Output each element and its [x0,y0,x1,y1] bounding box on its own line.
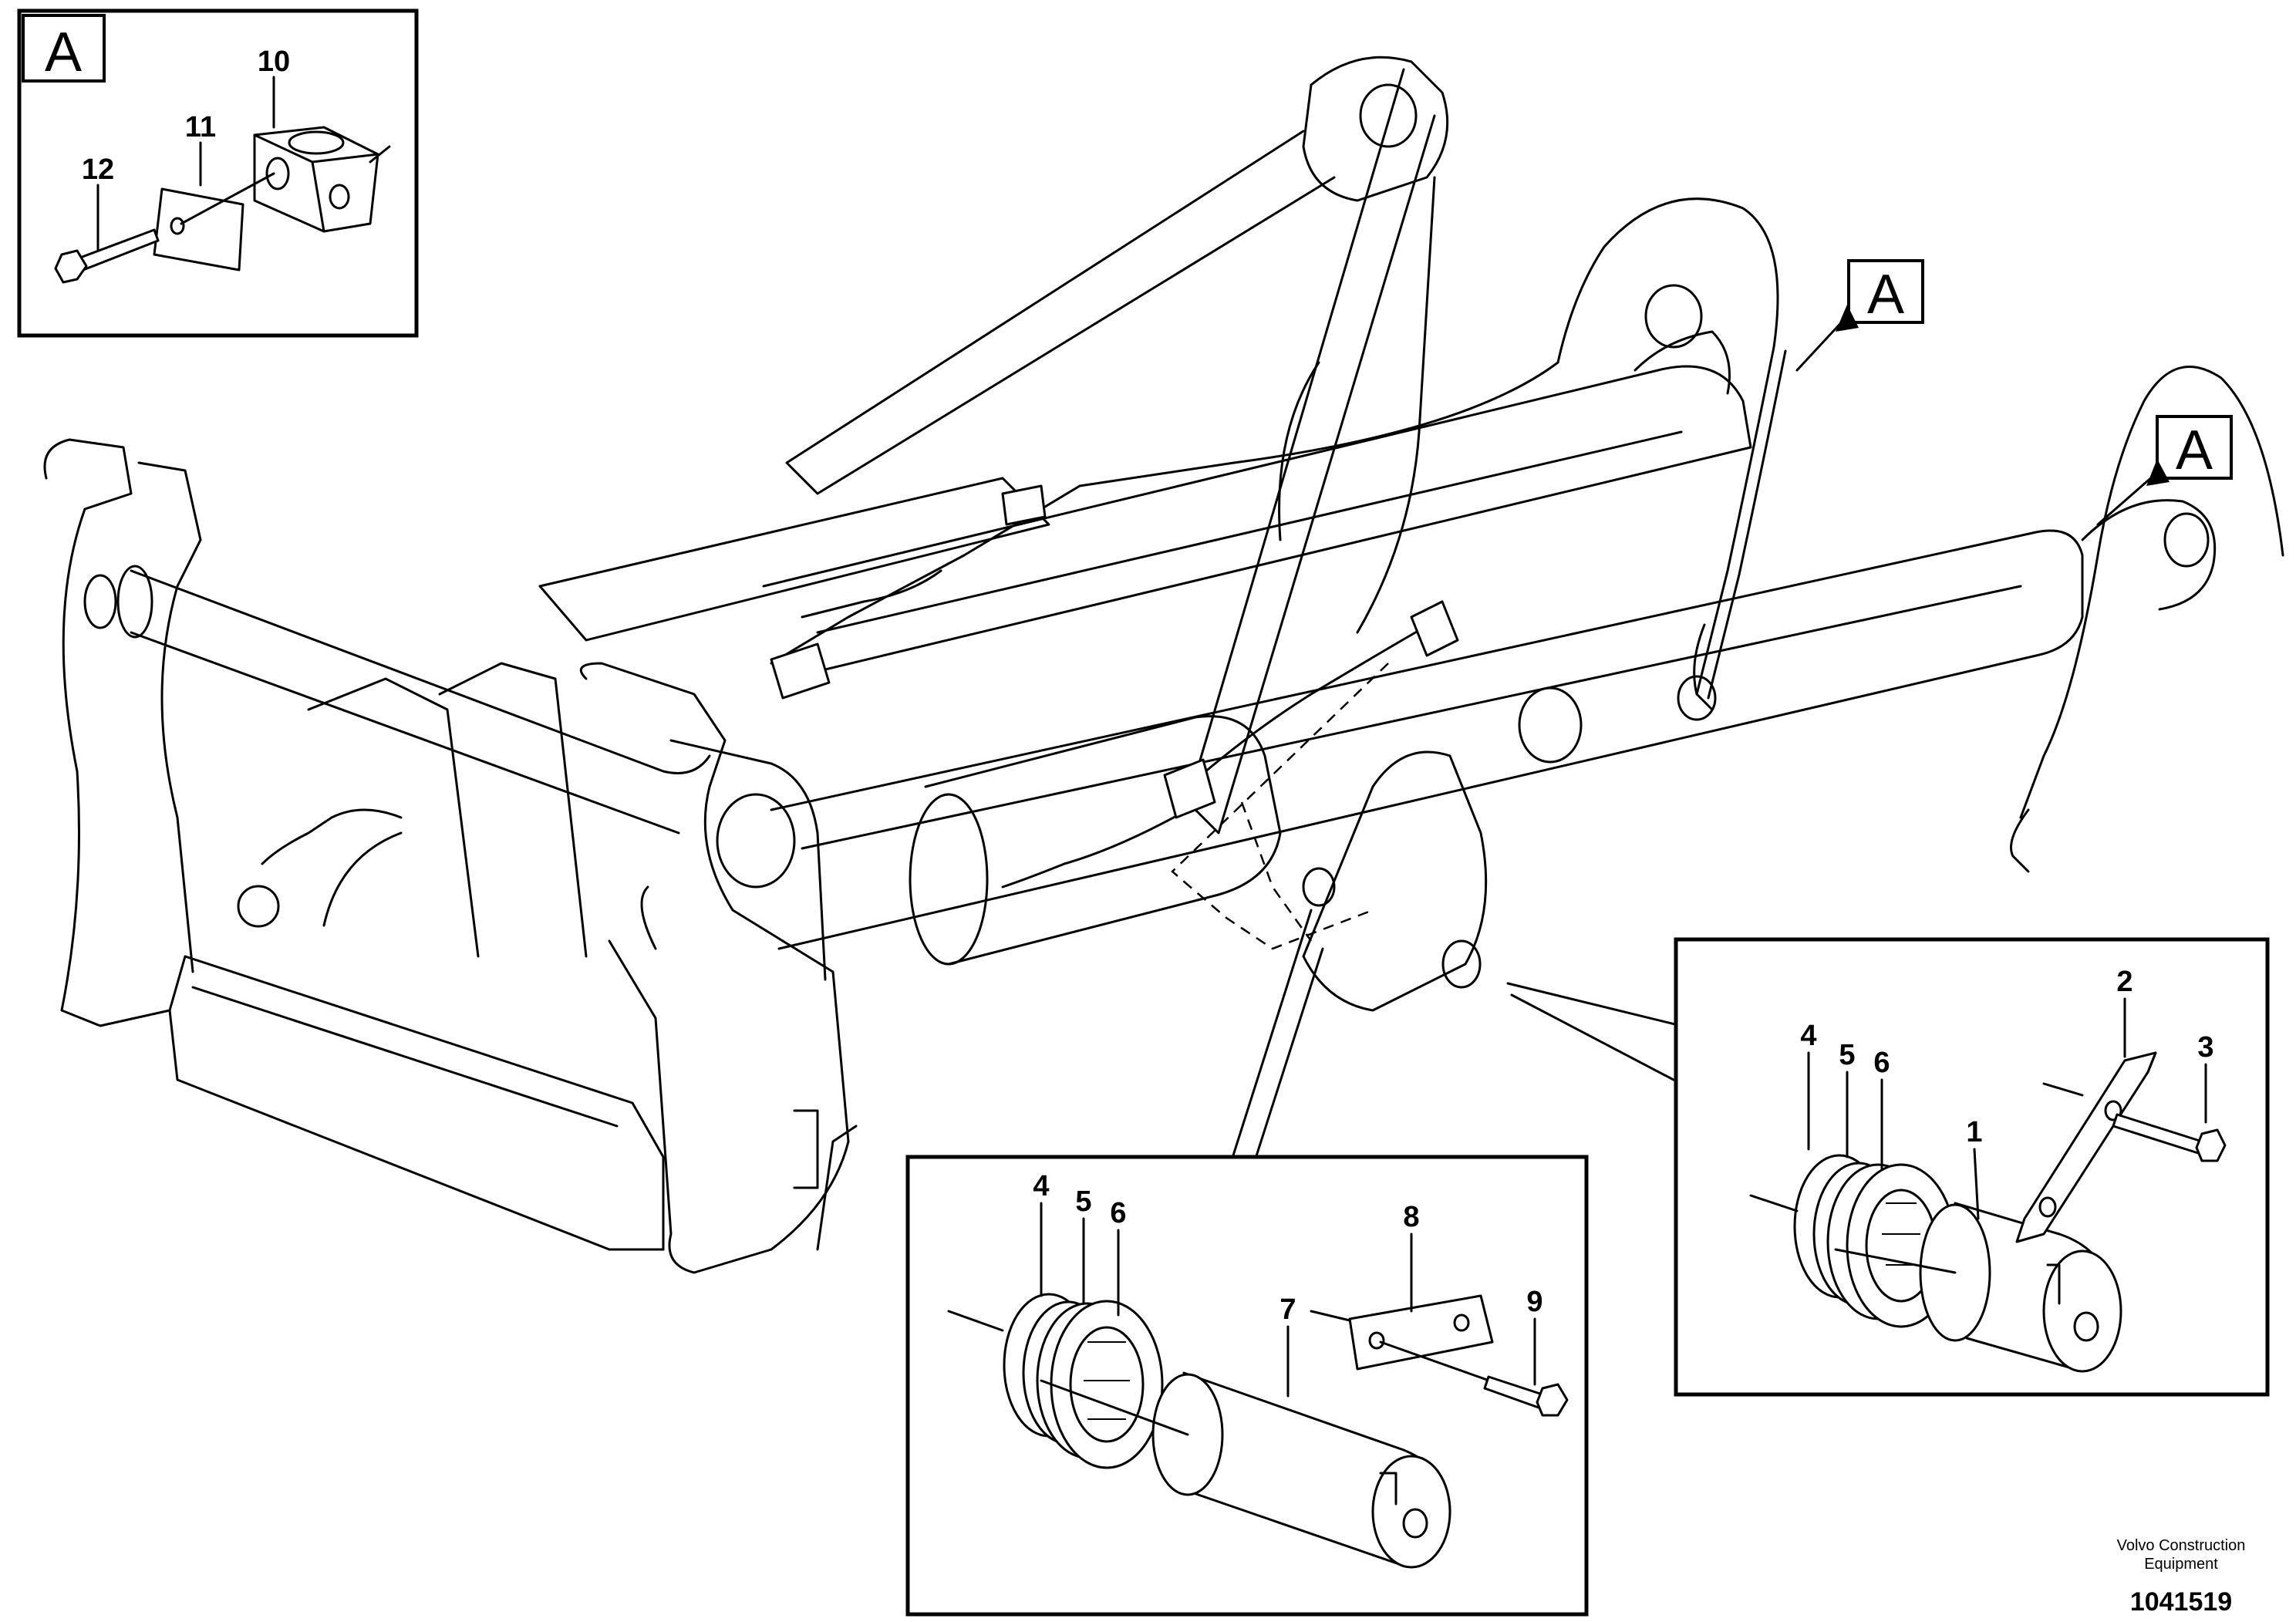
reference-callout-a-upper: A [1795,259,1924,372]
pivot-pin [1834,1202,2122,1373]
inset-bottom: 4 5 6 8 7 9 [905,909,1589,1617]
credit-line-2: Equipment [2144,1556,2218,1573]
part-label-11: 11 [185,111,216,143]
credit-line-1: Volvo Construction [2117,1537,2246,1554]
part-label-9: 9 [1526,1286,1542,1318]
reference-letter: A [2176,420,2213,481]
hydraulic-hoses [261,197,2284,889]
inset-right: 2 3 4 5 6 1 [1506,937,2270,1397]
plate [153,172,275,271]
part-label-8: 8 [1403,1201,1419,1233]
inset-reference-letter: A [45,22,82,83]
drawing-number: 1041519 [2130,1587,2232,1617]
bolt [2112,1113,2227,1162]
reference-letter: A [1867,264,1904,325]
part-label-2: 2 [2116,966,2132,998]
bolt [54,228,160,284]
part-label-10: 10 [258,46,290,78]
pivot-pin [1040,1371,1451,1569]
part-label-4: 4 [1033,1170,1049,1202]
bushing-set [1749,1154,1957,1328]
loader-lift-frame [538,56,2217,1012]
inset-a: A 10 11 12 [17,8,419,338]
part-label-6: 6 [1110,1197,1126,1229]
quick-coupler [43,438,858,1274]
reference-callout-a-lower: A [2096,415,2233,526]
bushing-set [947,1293,1164,1469]
lock-plate [1310,1294,1502,1386]
part-label-12: 12 [82,153,114,186]
part-label-3: 3 [2197,1031,2213,1064]
part-label-4: 4 [1800,1020,1816,1052]
part-label-1: 1 [1966,1116,1982,1148]
lock-plate [2015,1051,2157,1243]
part-label-6: 6 [1873,1047,1890,1079]
part-label-7: 7 [1279,1293,1296,1326]
part-label-5: 5 [1075,1185,1091,1218]
part-label-5: 5 [1839,1039,1855,1071]
clamp-block [253,126,391,233]
figure-credits: Volvo Construction Equipment 1041519 [2117,1537,2246,1617]
bolt [1483,1375,1569,1417]
